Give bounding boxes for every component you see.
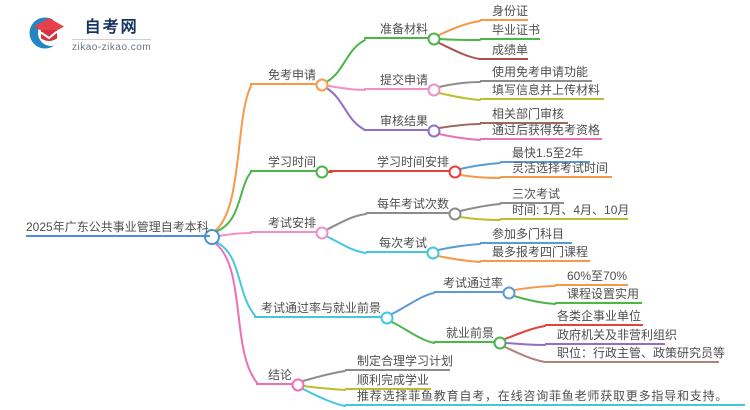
leaf-multiple-subjects: 参加多门科目 — [480, 227, 572, 244]
root-node-circle — [204, 229, 220, 245]
node-each-exam: 每次考试 — [366, 236, 428, 253]
node-annual-exam-count: 每年考试次数 — [366, 197, 450, 214]
branch-study-time: 学习时间 — [250, 155, 317, 172]
leaf-recommendation: 推荐选择菲鱼教育自考，在线咨询菲鱼老师获取更多指导和支持。 — [345, 389, 745, 406]
leaf-three-exams: 三次考试 — [500, 187, 564, 204]
leaf-enterprises: 各类企事业单位 — [545, 309, 643, 326]
leaf-department-review: 相关部门审核 — [480, 107, 568, 124]
node-employment-prospects: 就业前景 — [434, 326, 495, 343]
leaf-max-four-courses: 最多报考四门课程 — [480, 245, 590, 262]
leaf-fill-info-upload: 填写信息并上传材料 — [480, 83, 604, 100]
leaf-diploma: 毕业证书 — [480, 23, 540, 40]
logo-site-name: 自考网 — [84, 19, 139, 36]
leaf-transcript: 成绩单 — [480, 43, 528, 60]
branch-pass-rate-employment: 考试通过率与就业前景 — [254, 301, 382, 318]
site-logo: 自考网 zikao-zikao.com — [28, 12, 152, 54]
leaf-flexible-exam-time: 灵活选择考试时间 — [500, 161, 612, 178]
leaf-rate-60-70: 60%至70% — [555, 269, 628, 286]
branch-conclusion: 结论 — [256, 368, 293, 385]
leaf-government-nonprofit: 政府机关及非营利组织 — [545, 328, 677, 345]
branch-exam-schedule: 考试安排 — [250, 216, 317, 233]
branch-exemption-application: 免考申请 — [250, 68, 317, 85]
leaf-gain-exemption: 通过后获得免考资格 — [480, 123, 602, 140]
node-study-time-plan: 学习时间安排 — [329, 155, 450, 172]
node-prepare-materials: 准备材料 — [364, 22, 429, 39]
leaf-use-exemption-function: 使用免考申请功能 — [480, 65, 592, 82]
leaf-positions: 职位：行政主管、政策研究员等 — [545, 346, 725, 363]
connector-lines — [214, 20, 556, 407]
node-submit-application: 提交申请 — [364, 73, 429, 90]
leaf-make-study-plan: 制定合理学习计划 — [345, 354, 453, 371]
logo-site-url: zikao-zikao.com — [72, 42, 152, 53]
node-circles — [204, 32, 516, 392]
leaf-complete-studies: 顺利完成学业 — [345, 373, 431, 390]
graduation-cap-icon — [29, 17, 64, 49]
leaf-practical-curriculum: 课程设置实用 — [555, 287, 642, 304]
node-root: 2025年广东公共事业管理自考本科 — [26, 220, 210, 237]
node-pass-rate: 考试通过率 — [434, 276, 504, 293]
node-review-result: 审核结果 — [364, 114, 429, 131]
leaf-id-card: 身份证 — [480, 4, 528, 21]
leaf-exam-months: 时间: 1月、4月、10月 — [500, 203, 629, 220]
logo-divider — [72, 39, 152, 40]
leaf-fastest-duration: 最快1.5至2年 — [500, 146, 590, 163]
